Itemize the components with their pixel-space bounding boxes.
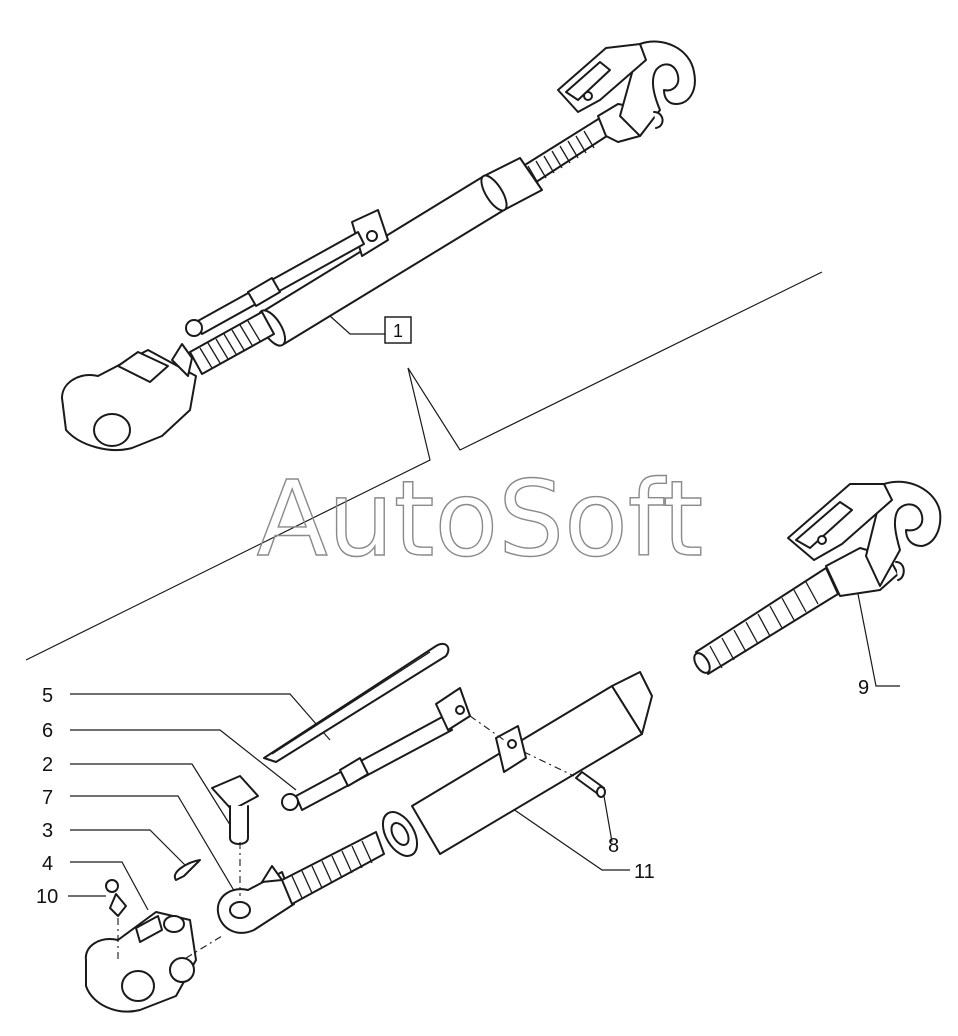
main-tube bbox=[257, 157, 543, 347]
part-10-grease-fitting bbox=[105, 879, 127, 917]
callout-10: 10 bbox=[36, 886, 58, 908]
locking-lever bbox=[185, 231, 365, 337]
callout-5: 5 bbox=[42, 685, 53, 707]
part-3-clip bbox=[173, 859, 201, 881]
part-9-hook-rod bbox=[693, 480, 942, 675]
callout-11: 11 bbox=[634, 861, 655, 883]
callout-8: 8 bbox=[608, 835, 619, 857]
part-4-eye-end bbox=[84, 911, 197, 1013]
lower-threaded-rod bbox=[189, 311, 275, 375]
part-7-eye-thread bbox=[216, 831, 385, 934]
upper-hook-end bbox=[557, 40, 696, 143]
leader-lines bbox=[25, 271, 900, 911]
callout-2: 2 bbox=[42, 754, 53, 776]
part-5-spring-clip bbox=[263, 642, 450, 763]
watermark-text: AutoSoft bbox=[257, 458, 704, 580]
svg-text:1: 1 bbox=[393, 321, 403, 341]
callout-1: 1 bbox=[384, 316, 412, 344]
part-6-lever bbox=[281, 687, 471, 811]
assembly-axis-lines bbox=[117, 715, 575, 960]
part-11-tube bbox=[381, 671, 653, 857]
assembled-top-link bbox=[61, 40, 696, 451]
upper-threaded-rod bbox=[519, 117, 611, 187]
callout-4: 4 bbox=[42, 853, 53, 875]
callout-3: 3 bbox=[42, 820, 53, 842]
part-8-pin bbox=[575, 771, 606, 798]
callout-6: 6 bbox=[42, 720, 53, 742]
part-2-pin bbox=[211, 775, 259, 845]
callout-7: 7 bbox=[42, 787, 53, 809]
callout-9: 9 bbox=[858, 677, 869, 699]
lower-eye-end bbox=[61, 343, 197, 451]
